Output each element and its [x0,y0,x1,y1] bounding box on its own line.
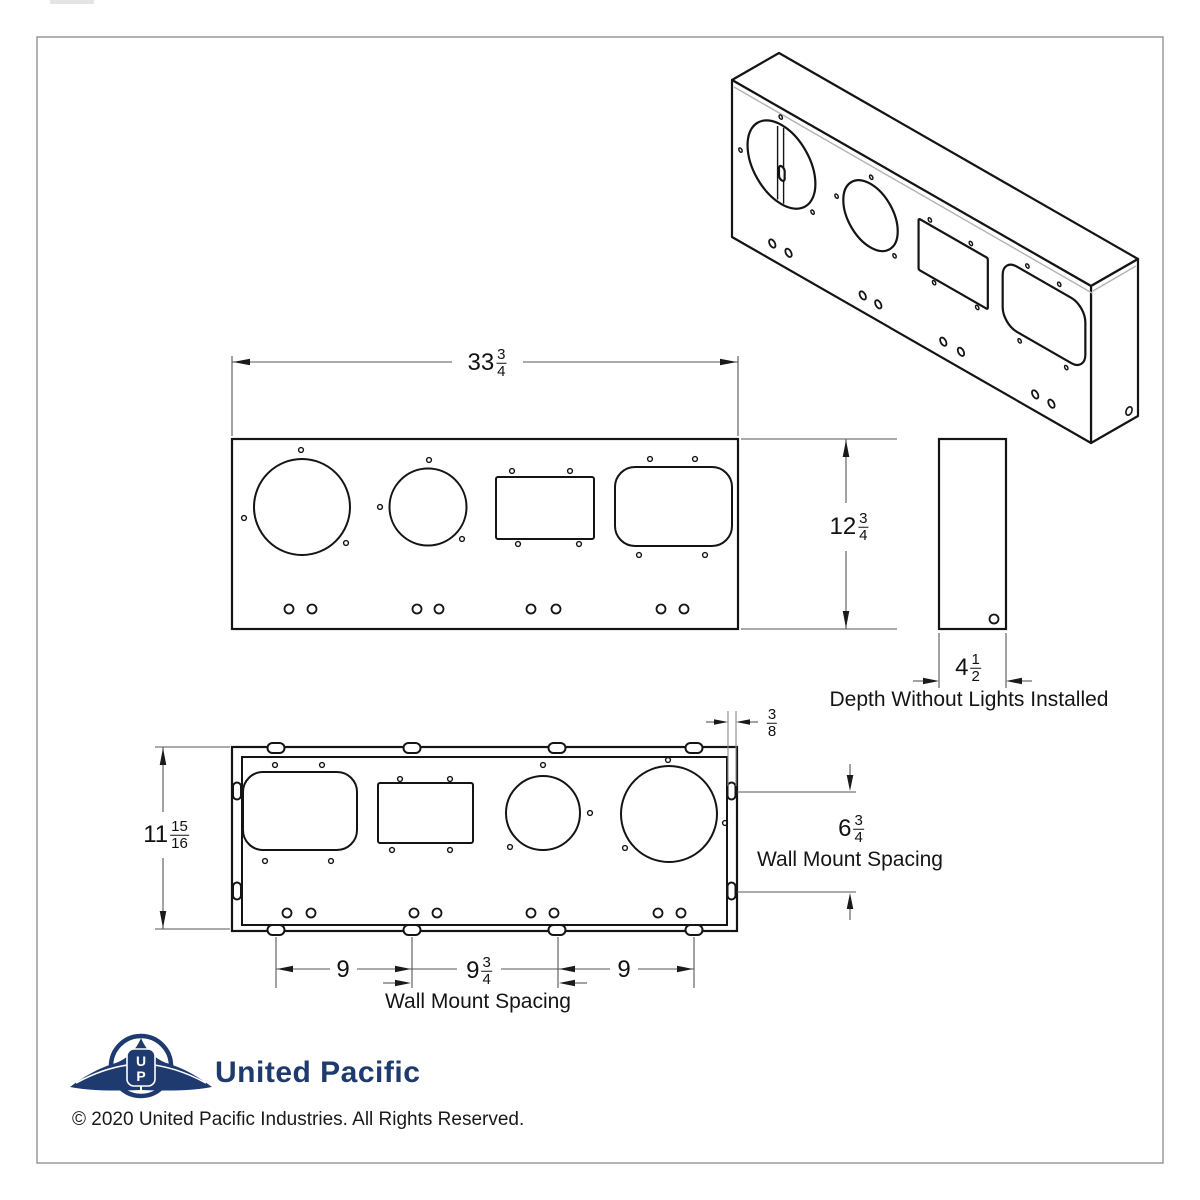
dimension-lines [155,356,1032,988]
iso-front-face [730,78,1093,445]
dim-overall-width-fraction: 3 4 [496,345,507,380]
dim-wall-mount-left: 9 [336,956,350,983]
dim-overall-width: 33 3 4 [467,345,507,380]
wall-mount-horizontal-caption: Wall Mount Spacing [385,990,571,1013]
brand-name: United Pacific [215,1056,421,1089]
dim-wall-mount-right: 9 [617,956,631,983]
depth-caption: Depth Without Lights Installed [829,688,1109,711]
back-view [230,742,739,936]
iso-view [730,51,1140,445]
dim-wall-mount-center: 9 3 4 [466,953,492,988]
dim-overall-height: 12 3 4 [829,509,869,544]
copyright-text: © 2020 United Pacific Industries. All Ri… [72,1109,525,1130]
logo-monogram-u: U [136,1053,146,1069]
iso-cutouts [739,91,1086,427]
front-view [230,437,740,631]
iso-right-face [1089,257,1140,445]
dim-wall-mount-vertical: 6 3 4 [838,811,864,846]
logo-monogram-p: P [136,1068,145,1084]
dim-depth: 4 1 2 [955,650,981,685]
iso-side-hole [1125,406,1133,416]
wall-mount-vertical-caption: Wall Mount Spacing [757,848,943,871]
scan-artifact [50,0,94,4]
dim-flange: 3 8 [766,705,778,740]
mount-slots [232,742,737,936]
brand-logo: U P [70,1033,212,1099]
side-view [937,437,1008,631]
logo-monogram-shield [126,1048,156,1087]
dim-back-height: 11 15 16 [143,817,189,852]
page-border [36,36,1164,1164]
dim-overall-width-whole: 33 [467,349,495,376]
dimension-arrowheads [159,358,1022,987]
